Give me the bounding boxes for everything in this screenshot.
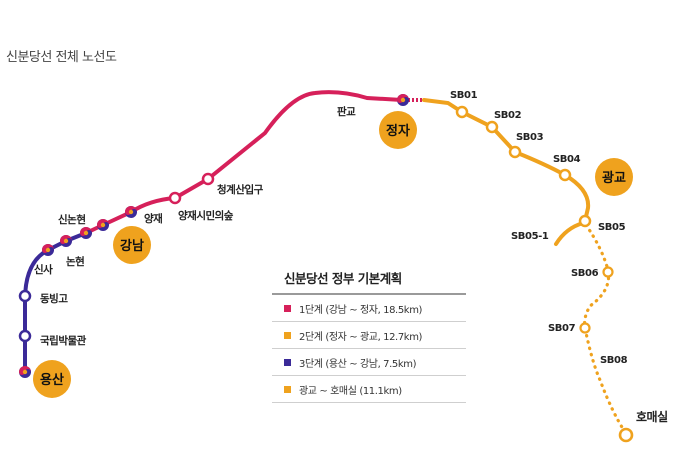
transfer-icon-yangjae[interactable]	[125, 206, 137, 218]
label-sb08: SB08	[600, 355, 628, 366]
legend-label: 1단계 (강남 ~ 정자, 18.5km)	[299, 304, 423, 316]
legend-swatch	[284, 358, 291, 366]
transfer-icon-sinsa[interactable]	[42, 244, 54, 256]
label-yangjae: 양재	[144, 212, 162, 225]
station-dot-sb06[interactable]	[602, 266, 614, 278]
hub-gangnam[interactable]	[113, 226, 151, 264]
label-sb05: SB05	[598, 222, 626, 233]
legend-label: 광교 ~ 호매실 (11.1km)	[299, 385, 402, 397]
line-phase1	[84, 90, 404, 235]
station-dot-sb03[interactable]	[508, 145, 522, 159]
station-dot-yangjae-citizen[interactable]	[168, 191, 182, 205]
hub-label-gwanggyo: 광교	[602, 171, 626, 186]
label-yangjae-citizen: 양재시민의숲	[178, 209, 234, 222]
label-sinsa: 신사	[34, 263, 53, 276]
legend-title: 신분당선 정부 기본계획	[272, 268, 466, 295]
station-dot-museum[interactable]	[18, 329, 32, 343]
transfer-icon-sinnonhyeon[interactable]	[80, 227, 92, 239]
hub-label-yongsan: 용산	[40, 372, 64, 388]
label-sb05-1: SB05-1	[511, 231, 549, 242]
label-nonhyeon: 논현	[66, 255, 84, 268]
transfer-icon-gangnam[interactable]	[97, 219, 109, 231]
label-sb06: SB06	[571, 268, 599, 279]
legend-label: 3단계 (용산 ~ 강남, 7.5km)	[299, 358, 417, 370]
map-title: 신분당선 전체 노선도	[6, 50, 117, 65]
station-dot-homaesil[interactable]	[618, 427, 634, 443]
transfer-icon-yongsan[interactable]	[19, 366, 31, 378]
station-dot-dongbinggo[interactable]	[18, 289, 32, 303]
label-pangyo: 판교	[337, 105, 356, 118]
hub-label-gangnam: 강남	[120, 238, 144, 254]
station-dot-sb02[interactable]	[485, 120, 499, 134]
label-sb07: SB07	[548, 323, 576, 334]
station-dot-cheonggyesan[interactable]	[201, 172, 215, 186]
transfer-icon-jeongja[interactable]	[397, 94, 409, 106]
line-sb05-1-branch	[554, 221, 585, 246]
legend-item-phase3: 3단계 (용산 ~ 강남, 7.5km)	[272, 349, 466, 376]
station-dot-sb05[interactable]	[578, 214, 592, 228]
hub-gwanggyo[interactable]	[595, 158, 633, 196]
legend-swatch	[284, 385, 291, 393]
label-sb03: SB03	[516, 132, 544, 143]
legend: 신분당선 정부 기본계획 1단계 (강남 ~ 정자, 18.5km) 2단계 (…	[272, 268, 466, 403]
label-cheonggyesan: 청계산입구	[217, 183, 264, 196]
legend-label: 2단계 (정자 ~ 광교, 12.7km)	[299, 331, 423, 343]
hub-jeongja[interactable]	[379, 111, 417, 149]
legend-swatch	[284, 304, 291, 312]
label-dongbinggo: 동빙고	[40, 292, 68, 305]
label-sb04: SB04	[553, 154, 581, 165]
line-homaesil-planned	[582, 223, 627, 434]
station-dot-sb07[interactable]	[579, 322, 591, 334]
label-museum: 국립박물관	[40, 334, 87, 347]
hub-label-jeongja: 정자	[386, 123, 410, 139]
legend-item-phase1: 1단계 (강남 ~ 정자, 18.5km)	[272, 295, 466, 322]
legend-swatch	[284, 331, 291, 339]
hub-yongsan[interactable]	[33, 360, 71, 398]
label-sinnonhyeon: 신논현	[58, 213, 85, 226]
station-dot-sb01[interactable]	[455, 105, 469, 119]
station-dot-sb04[interactable]	[558, 168, 572, 182]
label-homaesil: 호매실	[636, 409, 668, 424]
legend-item-phase2: 2단계 (정자 ~ 광교, 12.7km)	[272, 322, 466, 349]
transfer-icon-nonhyeon[interactable]	[60, 235, 72, 247]
label-sb01: SB01	[450, 90, 478, 101]
legend-item-extension: 광교 ~ 호매실 (11.1km)	[272, 376, 466, 403]
label-sb02: SB02	[494, 110, 522, 121]
